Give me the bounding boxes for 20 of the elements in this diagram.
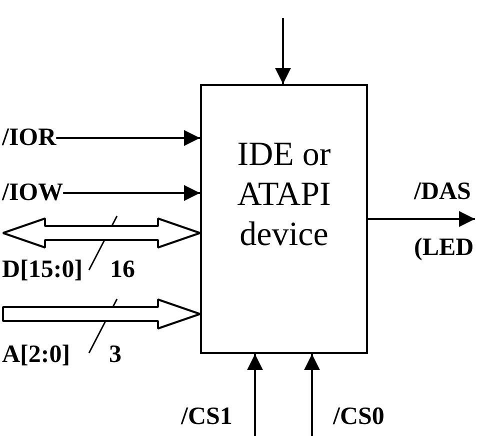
arrow (304, 354, 320, 436)
arrow (56, 130, 200, 146)
signal-label: /IOR (2, 124, 56, 152)
signal-label: 16 (110, 256, 135, 284)
arrow (247, 354, 263, 436)
bus-arrow (2, 298, 201, 330)
device-box (200, 84, 368, 354)
signal-label: D[15:0] (2, 256, 83, 284)
arrow (63, 185, 200, 201)
device-label: IDE or ATAPI device (236, 135, 332, 255)
signal-label: /DAS (414, 178, 471, 206)
signal-label: /CS1 (181, 403, 232, 431)
signal-label: (LED (414, 234, 474, 262)
signal-label: /IOW (2, 179, 64, 207)
signal-label: /CS0 (333, 403, 384, 431)
signal-label: A[2:0] (2, 341, 70, 369)
bus-arrow (2, 218, 201, 248)
arrow (275, 18, 291, 84)
arrow (368, 211, 475, 227)
signal-label: 3 (109, 341, 122, 369)
